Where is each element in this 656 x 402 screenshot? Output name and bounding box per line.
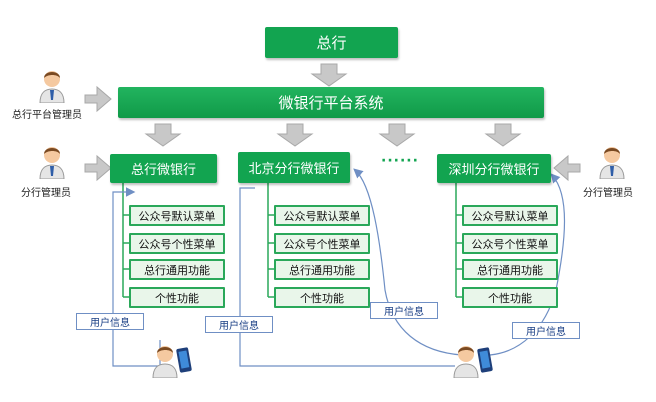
ellipsis: ······ <box>381 153 419 169</box>
right-arrow-branch-admin <box>84 154 112 182</box>
menu-item-custom: 公众号个性菜单 <box>274 233 370 254</box>
menu-item-personal: 个性功能 <box>129 287 225 308</box>
mobile-user-left-icon <box>152 346 192 378</box>
branch-admin-left-label: 分行管理员 <box>21 188 71 199</box>
hq-admin-label: 总行平台管理员 <box>12 110 82 121</box>
hq-admin-icon <box>39 71 65 103</box>
left-arrow-branch-admin <box>553 154 581 182</box>
branch-title-hq: 总行微银行 <box>110 154 217 183</box>
branch-admin-left-icon <box>39 147 65 179</box>
branch-title-beijing: 北京分行微银行 <box>238 152 350 183</box>
menu-item-personal: 个性功能 <box>462 287 558 308</box>
user-info-tag: 用户信息 <box>370 302 438 319</box>
flow-user2-curve <box>353 168 463 356</box>
menu-item-custom: 公众号个性菜单 <box>129 233 225 254</box>
branch-title-shenzhen: 深圳分行微银行 <box>437 154 551 183</box>
user-info-tag: 用户信息 <box>76 313 144 330</box>
down-arrow-2 <box>276 123 314 147</box>
right-arrow-hq-admin <box>84 85 112 113</box>
menu-item-default: 公众号默认菜单 <box>274 205 370 226</box>
tree-lines-branch-1 <box>122 182 129 298</box>
down-arrow-4 <box>484 123 522 147</box>
tree-lines-branch-3 <box>455 182 462 298</box>
branch-title-label: 总行微银行 <box>130 163 196 178</box>
head-office-label: 总行 <box>316 34 347 52</box>
down-arrow-hq <box>310 63 348 87</box>
branch-title-label: 深圳分行微银行 <box>448 163 540 178</box>
platform-label: 微银行平台系统 <box>278 94 384 112</box>
menu-item-default: 公众号默认菜单 <box>462 205 558 226</box>
mobile-user-right-icon <box>453 346 493 378</box>
tree-lines-branch-2 <box>267 182 274 298</box>
down-arrow-3 <box>378 123 416 147</box>
menu-item-default: 公众号默认菜单 <box>129 205 225 226</box>
head-office-box: 总行 <box>265 27 398 58</box>
branch-title-label: 北京分行微银行 <box>248 162 340 177</box>
down-arrow-1 <box>144 123 182 147</box>
menu-item-common: 总行通用功能 <box>129 259 225 280</box>
menu-item-custom: 公众号个性菜单 <box>462 233 558 254</box>
branch-admin-right-icon <box>599 147 625 179</box>
menu-item-common: 总行通用功能 <box>274 259 370 280</box>
flow-user2-to-beijing <box>239 187 455 367</box>
branch-admin-right-label: 分行管理员 <box>583 188 633 199</box>
platform-bar: 微银行平台系统 <box>118 87 544 118</box>
user-info-tag: 用户信息 <box>205 316 273 333</box>
flow-user1-to-hq <box>112 187 160 367</box>
user-info-tag: 用户信息 <box>512 322 580 339</box>
menu-item-personal: 个性功能 <box>274 287 370 308</box>
menu-item-common: 总行通用功能 <box>462 259 558 280</box>
